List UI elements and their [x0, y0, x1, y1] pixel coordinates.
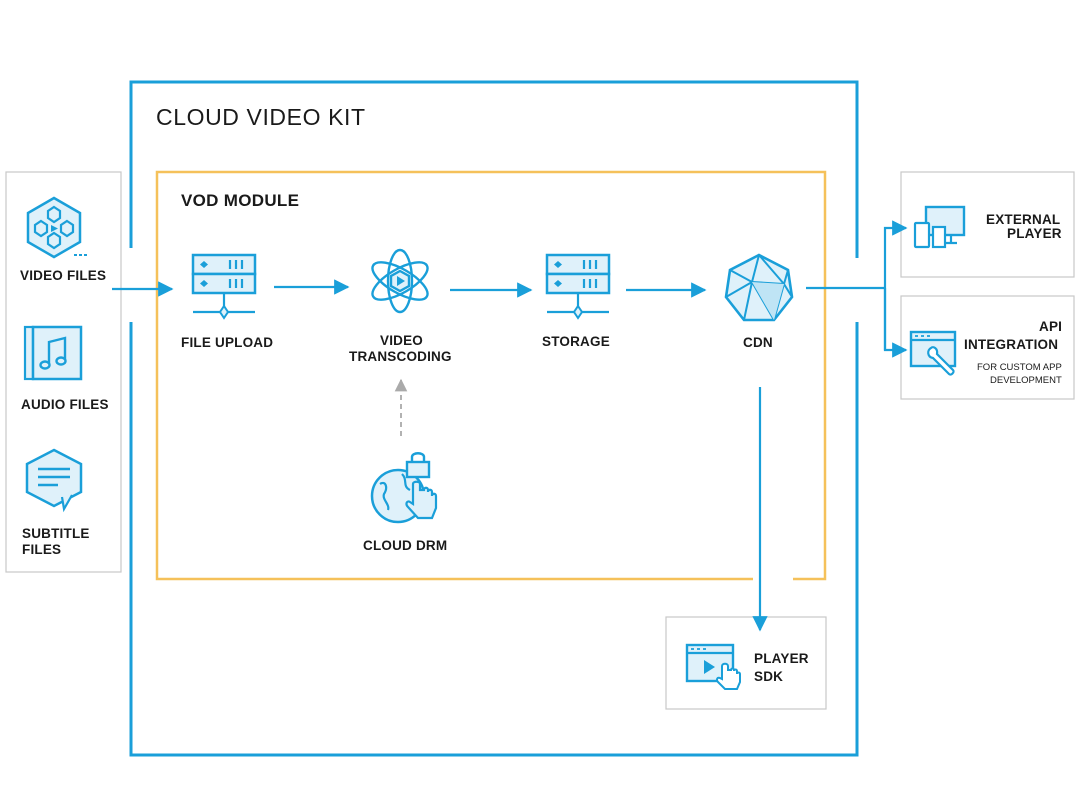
api-integration-label-line1: API [1039, 319, 1063, 334]
file-upload-label: FILE UPLOAD [181, 335, 274, 350]
cloud-drm-label: CLOUD DRM [363, 538, 448, 553]
subtitle-files-icon [25, 448, 83, 513]
arrow-to-api [883, 288, 908, 358]
storage-label: STORAGE [542, 334, 610, 349]
cdn-label: CDN [743, 335, 773, 350]
video-files-label: VIDEO FILES [20, 268, 107, 283]
api-integration-note-line2: DEVELOPMENT [990, 375, 1062, 386]
cdn-globe-icon [724, 253, 794, 322]
subtitle-files-label-line1: SUBTITLE [22, 526, 90, 541]
video-transcoding-atom-icon [371, 248, 429, 314]
audio-files-label: AUDIO FILES [21, 397, 109, 412]
cloud-video-kit-frame [129, 80, 859, 757]
cloud-video-kit-title: CLOUD VIDEO KIT [156, 104, 366, 130]
player-sdk-label-line1: PLAYER [754, 651, 809, 666]
api-integration-browser-wrench-icon [909, 330, 957, 376]
video-transcoding-label-line2: TRANSCODING [349, 349, 452, 364]
subtitle-files-label-line2: FILES [22, 542, 62, 557]
player-sdk-browser-play-icon [685, 643, 741, 690]
video-files-icon [26, 196, 88, 259]
cloud-drm-icon [370, 452, 438, 524]
file-upload-server-icon [191, 253, 257, 320]
external-player-label-line1: EXTERNAL [986, 212, 1061, 227]
vod-module-title: VOD MODULE [181, 191, 300, 210]
video-transcoding-label-line1: VIDEO [380, 333, 424, 348]
api-integration-label-line2: INTEGRATION [964, 337, 1059, 352]
api-integration-note-line1: FOR CUSTOM APP [977, 362, 1062, 373]
external-player-label-line2: PLAYER [1007, 226, 1062, 241]
player-sdk-label-line2: SDK [754, 669, 784, 684]
audio-files-icon [23, 325, 83, 381]
external-player-devices-icon [913, 205, 966, 249]
vod-module-frame [155, 170, 827, 581]
storage-server-icon [545, 253, 611, 320]
